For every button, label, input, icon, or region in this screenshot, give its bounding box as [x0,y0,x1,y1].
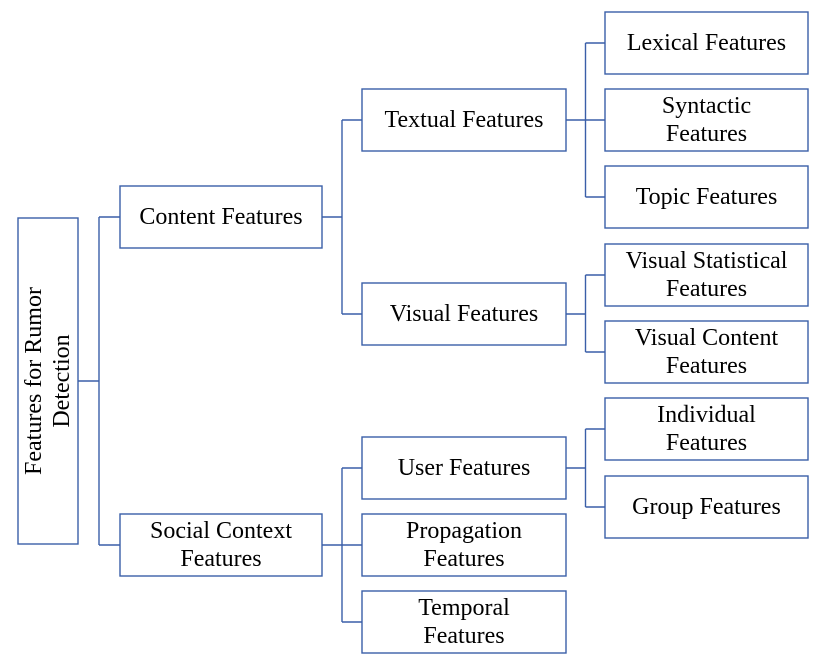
node-syntactic-label-line: Features [666,121,747,147]
node-user-label-line: User Features [398,455,531,481]
node-social-label-line: Features [180,546,261,572]
node-syntactic-box [604,88,809,152]
node-textual-label-line: Textual Features [385,107,544,133]
node-temporal-box [361,590,567,654]
node-user-label: User Features [398,455,531,481]
node-individual-label-line: Individual [657,402,756,428]
node-visual-label: Visual Features [390,301,539,327]
node-lexical-box [604,11,809,75]
node-propagation-label-line: Propagation [406,518,522,544]
node-group: Group Features [604,475,809,539]
node-textual: Textual Features [361,88,567,152]
node-user-box [361,436,567,500]
node-textual-box [361,88,567,152]
node-content: Content Features [119,185,323,249]
node-topic: Topic Features [604,165,809,229]
node-visual-statistical-label-line: Features [666,276,747,302]
node-visual-content-label-line: Visual Content [635,325,779,351]
node-topic-box [604,165,809,229]
node-root: Features for RumorDetection [17,217,79,545]
node-root-label-line: Detection [49,334,75,427]
node-group-box [604,475,809,539]
node-visual-content-label-line: Features [666,353,747,379]
node-textual-label: Textual Features [385,107,544,133]
feature-nodes: Features for RumorDetection Content Featu… [17,11,809,654]
node-user: User Features [361,436,567,500]
node-lexical-label: Lexical Features [627,30,786,56]
connector-lines [78,42,605,623]
node-topic-label: Topic Features [636,184,778,210]
node-propagation-box [361,513,567,577]
node-root-label-line: Features for Rumor [21,287,47,475]
node-temporal-label-line: Features [423,623,504,649]
node-lexical-label-line: Lexical Features [627,30,786,56]
node-group-label: Group Features [632,494,781,520]
node-visual-statistical-box [604,243,809,307]
node-lexical: Lexical Features [604,11,809,75]
node-social-label-line: Social Context [150,518,292,544]
node-root-label: Features for RumorDetection [21,287,75,475]
node-content-box [119,185,323,249]
node-propagation-label-line: Features [423,546,504,572]
node-topic-label-line: Topic Features [636,184,778,210]
node-visual: Visual Features [361,282,567,346]
node-visual-label-line: Visual Features [390,301,539,327]
node-visual-statistical-label-line: Visual Statistical [626,248,788,274]
node-visual-content-box [604,320,809,384]
node-content-label-line: Content Features [139,204,302,230]
node-temporal-label-line: Temporal [418,595,510,621]
node-syntactic-label-line: Syntactic [662,93,751,119]
node-individual-label-line: Features [666,430,747,456]
node-root-box [17,217,79,545]
node-visual-box [361,282,567,346]
node-group-label-line: Group Features [632,494,781,520]
node-individual-box [604,397,809,461]
node-content-label: Content Features [139,204,302,230]
node-social-box [119,513,323,577]
